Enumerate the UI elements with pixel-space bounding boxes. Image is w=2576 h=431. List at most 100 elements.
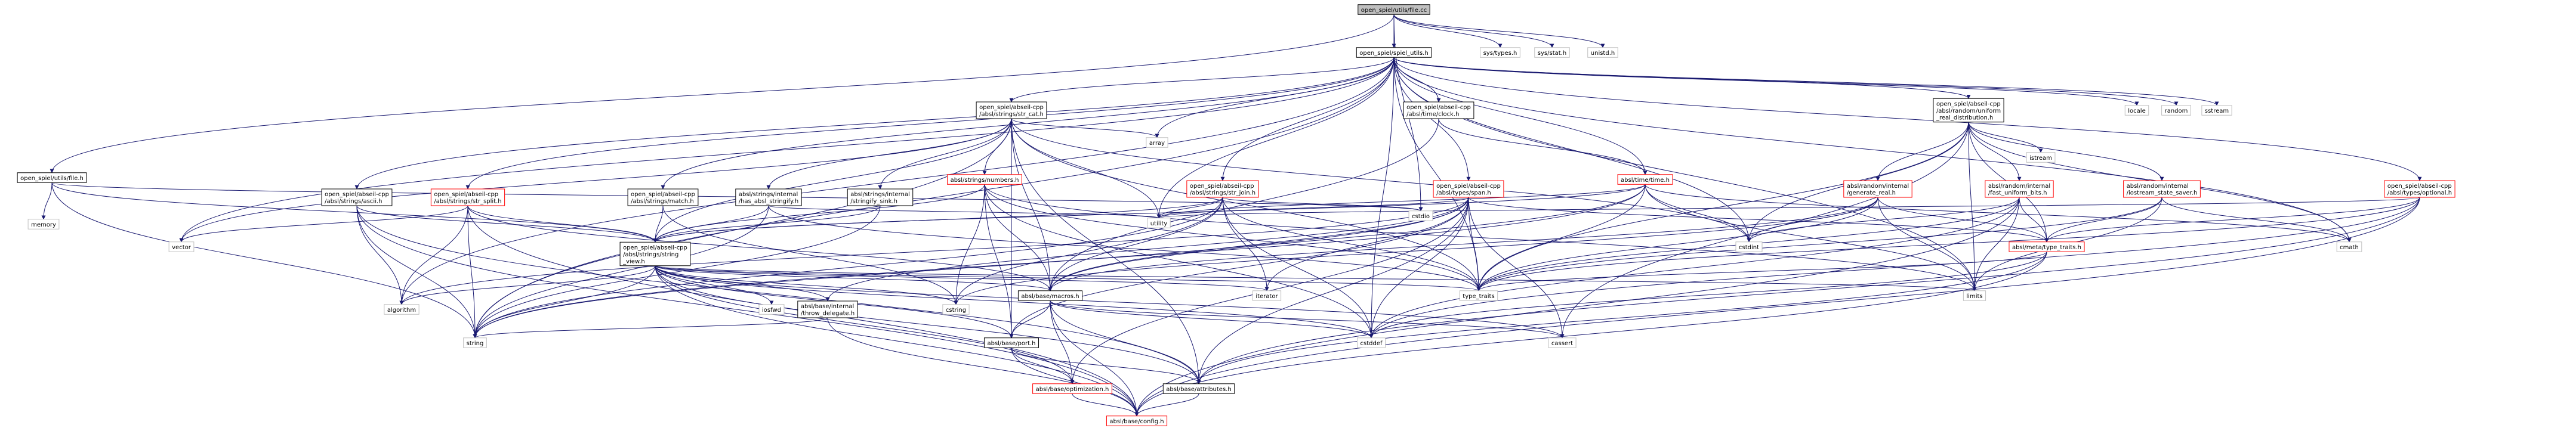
node-box: [1146, 137, 1168, 148]
node-box: [1357, 337, 1386, 348]
node-ascii[interactable]: open_spiel/abseil-cpp/absl/strings/ascii…: [321, 188, 393, 206]
node-label: /absl/strings/match.h: [631, 199, 694, 205]
node-iostream_saver[interactable]: absl/random/internal/iostream_state_save…: [2123, 180, 2201, 198]
edge-span-to-port: [1009, 197, 1469, 339]
node-label: _view.h: [622, 258, 645, 265]
node-label: /generate_real.h: [1847, 190, 1896, 197]
node-label: /fast_uniform_bits.h: [1988, 190, 2047, 197]
node-config[interactable]: absl/base/config.h: [1106, 416, 1168, 426]
include-nodes: open_spiel/utils/file.ccopen_spiel/spiel…: [17, 4, 2455, 426]
node-label: absl/base/attributes.h: [1166, 386, 1231, 393]
edge-str_cat-to-attributes: [1011, 118, 1201, 385]
node-str_join[interactable]: open_spiel/abseil-cpp/absl/strings/str_j…: [1186, 180, 1259, 198]
node-optional[interactable]: open_spiel/abseil-cpp/absl/types/optiona…: [2384, 180, 2455, 198]
edge-str_join-to-macros: [1048, 197, 1223, 292]
node-vector[interactable]: vector: [168, 241, 195, 252]
node-label: /iostream_state_saver.h: [2127, 190, 2198, 197]
node-box: [2124, 105, 2149, 116]
node-label: array: [1149, 140, 1165, 147]
node-label: absl/base/port.h: [987, 340, 1035, 347]
node-str_cat[interactable]: open_spiel/abseil-cpp/absl/strings/str_c…: [976, 101, 1047, 119]
node-istream[interactable]: istream: [2026, 152, 2056, 163]
node-stringify_sink[interactable]: absl/strings/internal/stringify_sink.h: [847, 188, 914, 206]
node-file_h[interactable]: open_spiel/utils/file.h: [17, 172, 87, 183]
edge-generate_real-to-macros: [1048, 197, 1878, 292]
edge-file_h-to-string: [51, 182, 477, 339]
edge-optional-to-type_traits: [1476, 197, 2420, 292]
node-unistd[interactable]: unistd.h: [1587, 47, 1618, 58]
edge-generate_real-to-cstring: [954, 197, 1878, 305]
node-box: [2384, 180, 2455, 198]
node-iosfwd[interactable]: iosfwd: [758, 304, 785, 315]
node-box: [1534, 47, 1570, 58]
node-time_h[interactable]: absl/time/time.h: [1617, 174, 1673, 185]
edge-root-to-sys_stat: [1393, 14, 1554, 48]
node-label: open_spiel/abseil-cpp: [1190, 183, 1254, 190]
node-cstdint[interactable]: cstdint: [1735, 241, 1763, 252]
node-random[interactable]: random: [2161, 105, 2191, 116]
node-uniform_real[interactable]: open_spiel/abseil-cpp/absl/random/unifor…: [1933, 98, 2004, 123]
edge-str_cat-to-vector: [179, 118, 1012, 243]
node-sys_stat[interactable]: sys/stat.h: [1534, 47, 1570, 58]
edge-time_h-to-string_view: [653, 184, 1646, 243]
node-limits[interactable]: limits: [1963, 290, 1986, 301]
node-fast_uniform[interactable]: absl/random/internal/fast_uniform_bits.h: [1985, 180, 2054, 198]
node-box: [1459, 290, 1498, 301]
node-iterator[interactable]: iterator: [1252, 290, 1282, 301]
edge-span-to-attributes: [1196, 197, 1469, 385]
node-box: [1963, 290, 1986, 301]
edge-iostream_saver-to-type_traits_absl: [2044, 197, 2162, 243]
node-locale[interactable]: locale: [2124, 105, 2149, 116]
node-cstring[interactable]: cstring: [942, 304, 970, 315]
edge-string_view-to-iterator: [655, 265, 1269, 292]
node-cstdio[interactable]: cstdio: [1408, 210, 1433, 221]
node-cassert[interactable]: cassert: [1548, 337, 1577, 348]
node-label: _real_distribution.h: [1936, 114, 1993, 121]
node-sys_types[interactable]: sys/types.h: [1480, 47, 1520, 58]
node-string[interactable]: string: [463, 337, 487, 348]
node-label: utility: [1150, 221, 1168, 227]
node-array[interactable]: array: [1146, 137, 1168, 148]
edge-root-to-unistd: [1393, 14, 1605, 48]
edge-fast_uniform-to-cstdint: [1747, 197, 2020, 243]
edge-macros-to-cassert: [1050, 300, 1565, 339]
node-label: open_spiel/abseil-cpp: [325, 191, 389, 198]
node-box: [2026, 152, 2056, 163]
node-has_stringify[interactable]: absl/strings/internal/has_absl_stringify…: [735, 188, 802, 206]
edge-macros-to-optimization: [1050, 300, 1075, 385]
node-attributes[interactable]: absl/base/attributes.h: [1162, 383, 1235, 394]
node-box: [463, 337, 487, 348]
node-label: absl/strings/internal: [739, 191, 798, 198]
edge-file_h-to-memory: [41, 182, 53, 220]
node-spiel_utils[interactable]: open_spiel/spiel_utils.h: [1356, 47, 1432, 58]
edge-clock-to-time_h: [1438, 118, 1648, 175]
node-box: [2336, 241, 2362, 252]
node-cstddef[interactable]: cstddef: [1357, 337, 1386, 348]
node-optimization[interactable]: absl/base/optimization.h: [1032, 383, 1112, 394]
node-utility[interactable]: utility: [1147, 218, 1171, 228]
node-span[interactable]: open_spiel/abseil-cpp/absl/types/span.h: [1433, 180, 1504, 198]
node-box: [797, 300, 858, 318]
node-match[interactable]: open_spiel/abseil-cpp/absl/strings/match…: [627, 188, 699, 206]
node-type_traits_absl[interactable]: absl/meta/type_traits.h: [2009, 241, 2085, 252]
node-label: random: [2165, 108, 2188, 114]
node-macros[interactable]: absl/base/macros.h: [1017, 290, 1083, 301]
node-type_traits[interactable]: type_traits: [1459, 290, 1498, 301]
edge-span-to-string: [473, 197, 1469, 339]
edge-time_h-to-string: [473, 184, 1646, 339]
node-box: [1985, 180, 2054, 198]
node-label: vector: [172, 244, 192, 251]
node-clock[interactable]: open_spiel/abseil-cpp/absl/time/clock.h: [1403, 101, 1474, 119]
node-port[interactable]: absl/base/port.h: [983, 337, 1039, 348]
node-memory[interactable]: memory: [27, 219, 60, 230]
node-string_view[interactable]: open_spiel/abseil-cpp/absl/strings/strin…: [619, 241, 691, 266]
node-throw_delegate[interactable]: absl/base/internal/throw_delegate.h: [797, 300, 858, 318]
node-str_split[interactable]: open_spiel/abseil-cpp/absl/strings/str_s…: [430, 188, 505, 206]
node-cmath[interactable]: cmath: [2336, 241, 2362, 252]
edge-macros-to-cstddef: [1050, 300, 1374, 339]
node-algorithm[interactable]: algorithm: [384, 304, 419, 315]
node-generate_real[interactable]: absl/random/internal/generate_real.h: [1843, 180, 1912, 198]
node-numbers[interactable]: absl/strings/numbers.h: [947, 174, 1022, 185]
node-sstream[interactable]: sstream: [2201, 105, 2232, 116]
edge-fast_uniform-to-config: [1134, 197, 2020, 417]
